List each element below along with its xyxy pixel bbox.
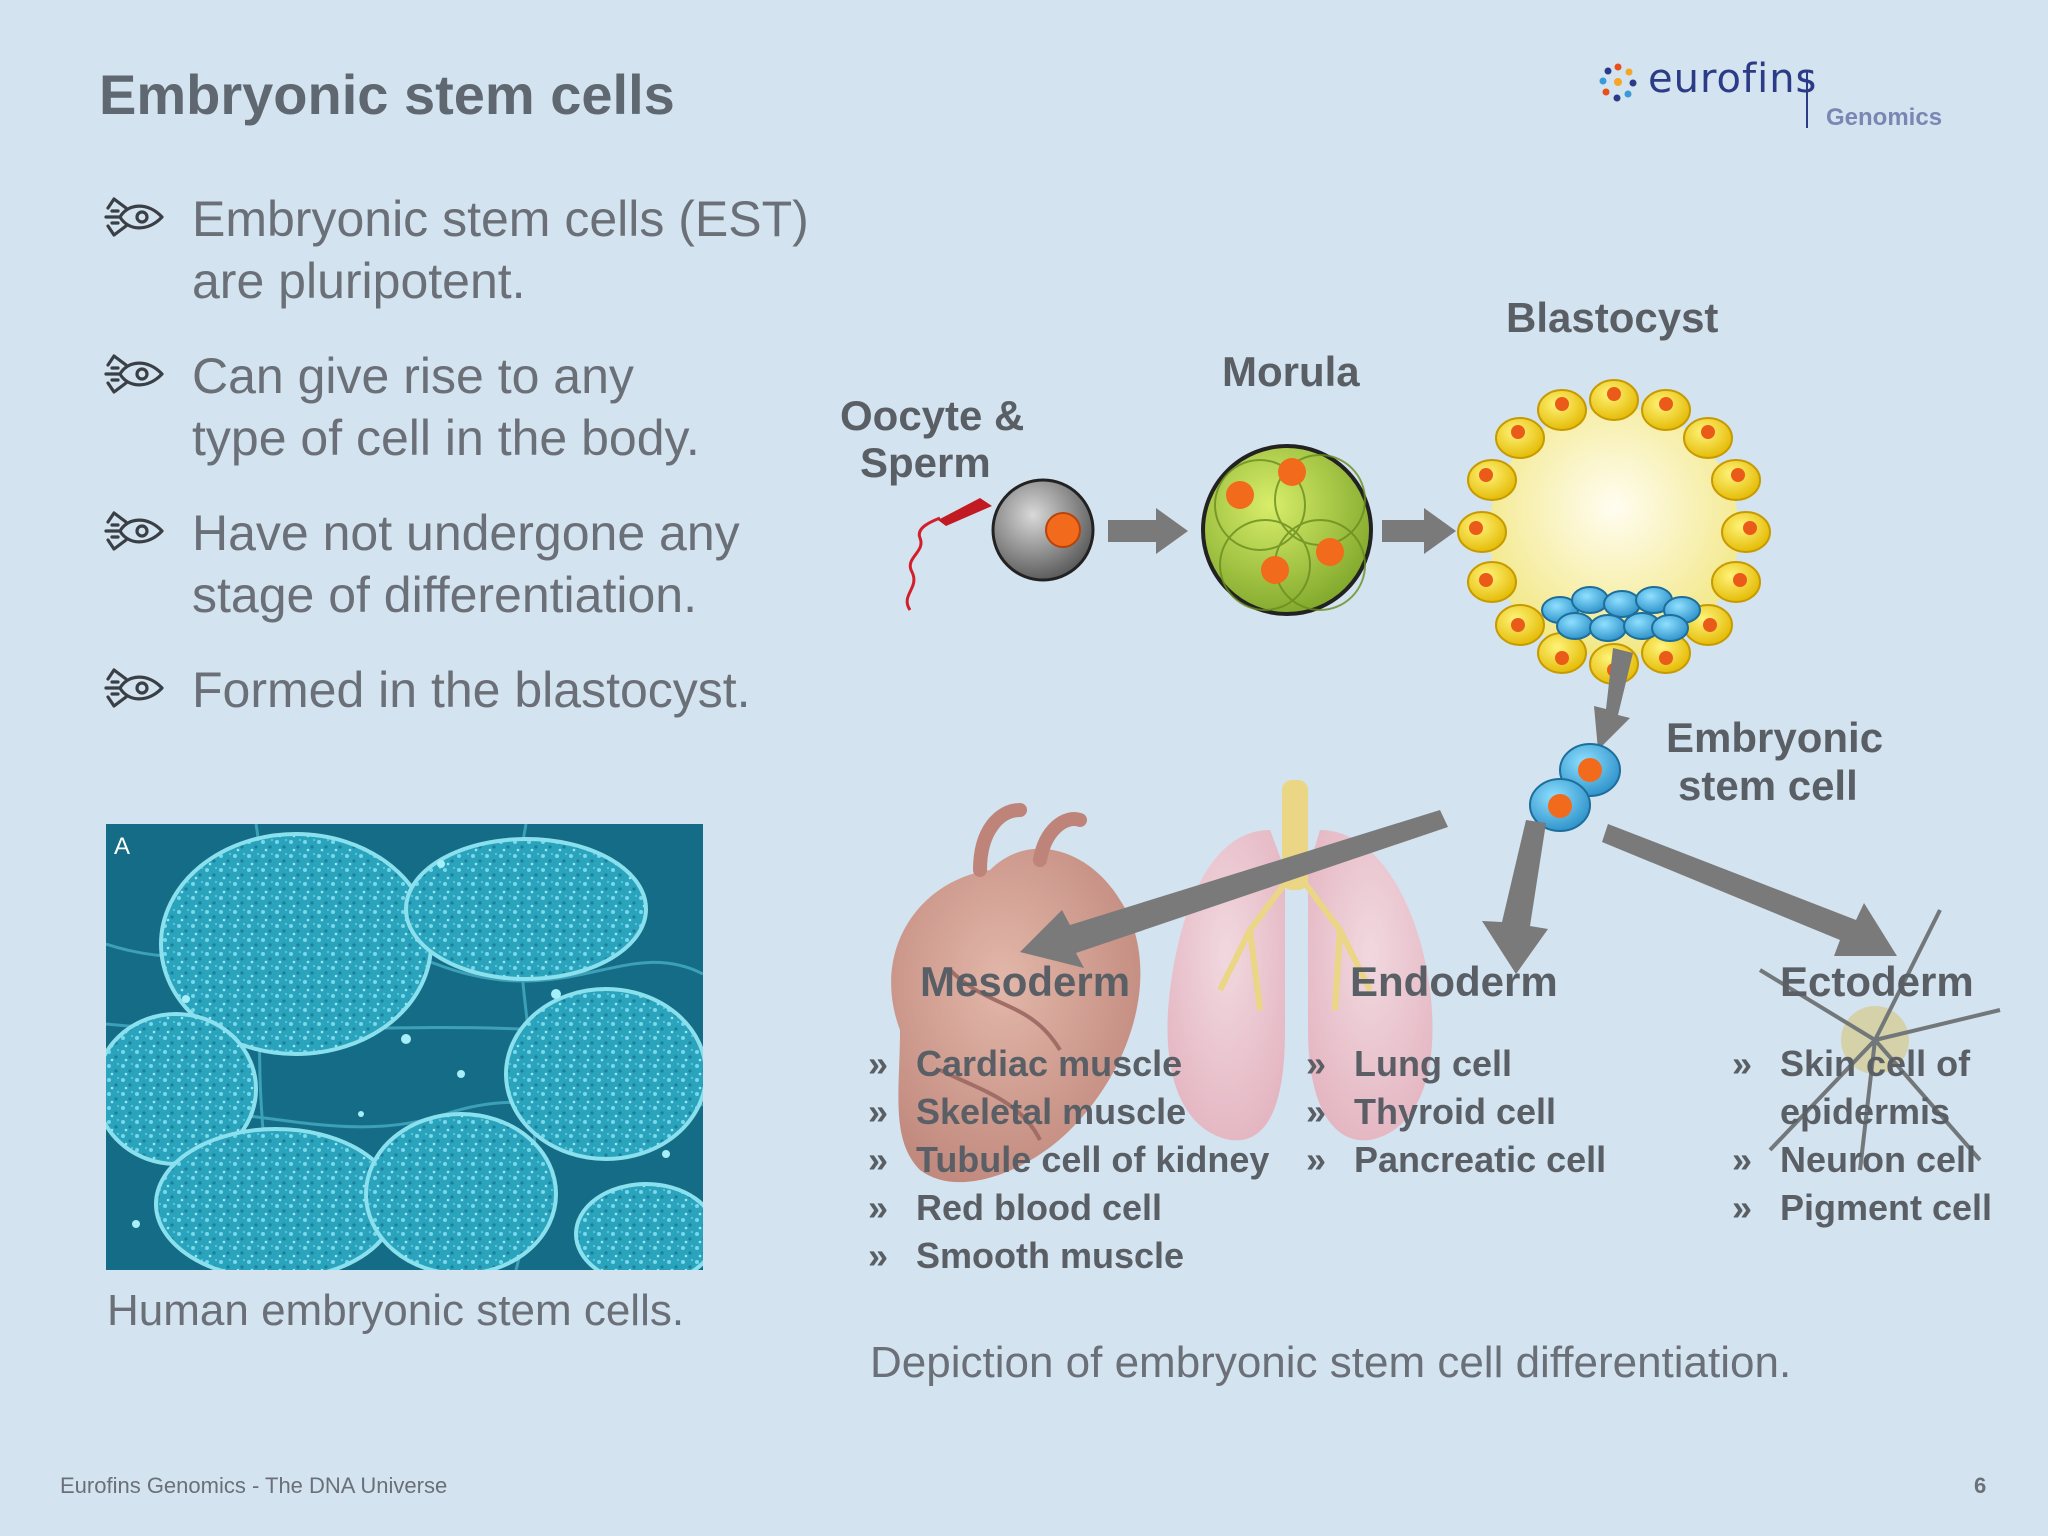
- list-item: » Neuron cell: [1732, 1139, 1976, 1180]
- double-chevron-icon: »: [1732, 1139, 1752, 1180]
- list-item-label: Thyroid cell: [1354, 1091, 1556, 1132]
- page-number: 6: [1974, 1473, 1987, 1498]
- double-chevron-icon: »: [1306, 1043, 1326, 1084]
- bullet-line2: are pluripotent.: [192, 253, 526, 309]
- list-item: » Skin cell of: [1732, 1043, 1971, 1084]
- list-item-label: Smooth muscle: [916, 1235, 1184, 1276]
- arrow-icon: [1108, 508, 1188, 554]
- list-item: » Lung cell: [1306, 1043, 1512, 1084]
- list-item-label: Neuron cell: [1780, 1139, 1976, 1180]
- double-chevron-icon: »: [1306, 1091, 1326, 1132]
- oocyte-label-line1: Oocyte &: [840, 392, 1024, 439]
- list-item: » Cardiac muscle: [868, 1043, 1182, 1084]
- mesoderm-title: Mesoderm: [920, 958, 1130, 1005]
- diagram-caption: Depiction of embryonic stem cell differe…: [870, 1338, 1792, 1387]
- logo-brand-text: eurofins: [1648, 56, 1818, 102]
- photo-panel-label: A: [114, 833, 130, 860]
- list-item: » Pigment cell: [1732, 1187, 1992, 1228]
- list-item-label: Tubule cell of kidney: [916, 1139, 1269, 1180]
- list-item: » Red blood cell: [868, 1187, 1162, 1228]
- bullet-item: Have not undergone any stage of differen…: [104, 502, 844, 626]
- endoderm-list: » Lung cell » Thyroid cell » Pancreatic cel…: [1306, 1043, 1606, 1180]
- arrow-icon: [1382, 508, 1456, 554]
- double-chevron-icon: »: [868, 1043, 888, 1084]
- bullet-line2: type of cell in the body.: [192, 410, 700, 466]
- differentiation-diagram: Oocyte & Sperm Morula Blastocyst Embryon…: [840, 294, 2001, 1276]
- list-item-label: Pigment cell: [1780, 1187, 1992, 1228]
- ectoderm-list: » Skin cell of epidermis » Neuron cell » Pi…: [1732, 1043, 1992, 1228]
- photo-caption: Human embryonic stem cells.: [107, 1286, 685, 1335]
- oocyte-label-line2: Sperm: [860, 439, 991, 486]
- mesoderm-list: » Cardiac muscle » Skeletal muscle » Tubule…: [868, 1043, 1269, 1276]
- list-item-label: Lung cell: [1354, 1043, 1512, 1084]
- double-chevron-icon: »: [868, 1235, 888, 1276]
- double-chevron-icon: »: [868, 1091, 888, 1132]
- rocket-bullet-icon: [104, 511, 164, 551]
- arrow-icon: [1594, 648, 1633, 750]
- bullet-item: Formed in the blastocyst.: [104, 659, 844, 721]
- ectoderm-title: Ectoderm: [1780, 958, 1974, 1005]
- list-item-label: Skin cell of: [1780, 1043, 1971, 1084]
- morula-illustration: [1201, 444, 1373, 616]
- eurofins-logo-icon: [1599, 63, 1637, 102]
- list-item-label: Skeletal muscle: [916, 1091, 1186, 1132]
- embryonic-stem-cell-illustration: [1529, 743, 1621, 832]
- bullet-item: Embryonic stem cells (EST) are pluripote…: [104, 188, 844, 312]
- list-item-label: Red blood cell: [916, 1187, 1162, 1228]
- esc-label-line2: stem cell: [1678, 762, 1858, 809]
- bullet-line2: stage of differentiation.: [192, 567, 697, 623]
- bullet-line1: Formed in the blastocyst.: [192, 662, 751, 718]
- double-chevron-icon: »: [868, 1139, 888, 1180]
- neuron-illustration: [1758, 909, 2001, 1171]
- list-item-label: Cardiac muscle: [916, 1043, 1182, 1084]
- bullet-line1: Embryonic stem cells (EST): [192, 191, 809, 247]
- arrow-icon: [1020, 810, 1448, 968]
- double-chevron-icon: »: [1306, 1139, 1326, 1180]
- oocyte-sperm-illustration: [905, 478, 1095, 611]
- list-item: » Pancreatic cell: [1306, 1139, 1606, 1180]
- endoderm-title: Endoderm: [1350, 958, 1558, 1005]
- blastocyst-illustration: [1457, 379, 1771, 685]
- logo-division-text: Genomics: [1826, 104, 1943, 131]
- morula-label: Morula: [1222, 348, 1360, 395]
- slide-title: Embryonic stem cells: [99, 63, 675, 126]
- double-chevron-icon: »: [1732, 1043, 1752, 1084]
- esc-label-line1: Embryonic: [1666, 714, 1883, 761]
- list-item: » Thyroid cell: [1306, 1091, 1556, 1132]
- list-item: » Tubule cell of kidney: [868, 1139, 1269, 1180]
- arrow-icon: [1482, 820, 1548, 974]
- list-item: » Smooth muscle: [868, 1235, 1184, 1276]
- eurofins-logo: eurofins Genomics: [1598, 56, 1942, 136]
- bullet-line1: Can give rise to any: [192, 348, 634, 404]
- bullet-line1: Have not undergone any: [192, 505, 740, 561]
- list-item-label: epidermis: [1780, 1091, 1950, 1132]
- bullet-list: Embryonic stem cells (EST) are pluripote…: [104, 188, 844, 754]
- logo-divider: [1806, 70, 1808, 128]
- bullet-item: Can give rise to any type of cell in the…: [104, 345, 844, 469]
- list-item: » Skeletal muscle: [868, 1091, 1186, 1132]
- rocket-bullet-icon: [104, 197, 164, 237]
- stem-cell-micrograph: A: [106, 824, 703, 1270]
- footer-text: Eurofins Genomics - The DNA Universe: [60, 1473, 448, 1498]
- double-chevron-icon: »: [1732, 1187, 1752, 1228]
- blastocyst-label: Blastocyst: [1506, 294, 1718, 341]
- double-chevron-icon: »: [868, 1187, 888, 1228]
- list-item: epidermis: [1780, 1091, 1950, 1132]
- list-item-label: Pancreatic cell: [1354, 1139, 1606, 1180]
- arrow-icon: [1602, 824, 1897, 956]
- rocket-bullet-icon: [104, 354, 164, 394]
- rocket-bullet-icon: [104, 668, 164, 708]
